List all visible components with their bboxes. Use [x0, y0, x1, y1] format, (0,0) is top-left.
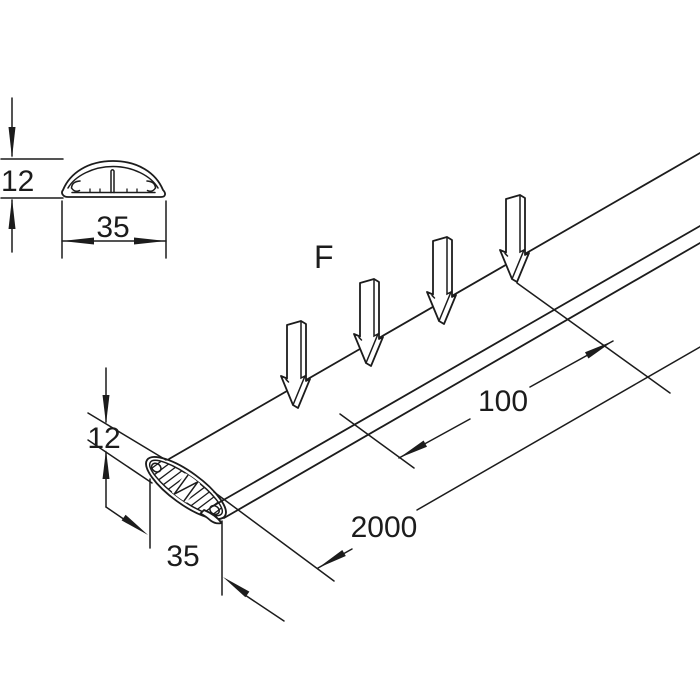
load-spacing-dimension: 100 [339, 282, 671, 469]
duct-end-face [143, 456, 229, 520]
section-height-label: 12 [1, 165, 34, 198]
force-arrow [280, 320, 311, 409]
force-label: F [314, 239, 334, 275]
length-label: 2000 [351, 511, 418, 544]
iso-width-label: 35 [166, 540, 199, 573]
section-height-dimension: 12 [0, 97, 64, 253]
floor-ticks [89, 188, 138, 193]
isometric-view: F 100 2000 [87, 152, 700, 622]
end-face-hatching [143, 456, 229, 520]
force-arrow [353, 278, 384, 367]
load-spacing-label: 100 [478, 385, 528, 418]
length-dimension: 2000 [213, 346, 700, 582]
duct-profile-outline [61, 160, 166, 198]
right-hook [146, 180, 157, 193]
duct-foot-edge [223, 242, 700, 519]
left-hook [70, 180, 81, 193]
iso-height-dimension: 12 [87, 367, 167, 508]
iso-height-label: 12 [87, 422, 120, 455]
center-rib [110, 169, 115, 194]
cross-section-view: 12 35 [0, 97, 167, 259]
duct-profile-inner-wall [67, 165, 159, 189]
section-width-label: 35 [96, 211, 129, 244]
force-arrow [499, 194, 530, 283]
duct-foot [199, 509, 223, 525]
force-arrows [280, 194, 530, 409]
section-width-dimension: 35 [61, 200, 167, 259]
force-arrow [426, 236, 457, 325]
iso-width-dimension: 35 [105, 478, 285, 622]
duct-bottom-edge [212, 225, 700, 507]
